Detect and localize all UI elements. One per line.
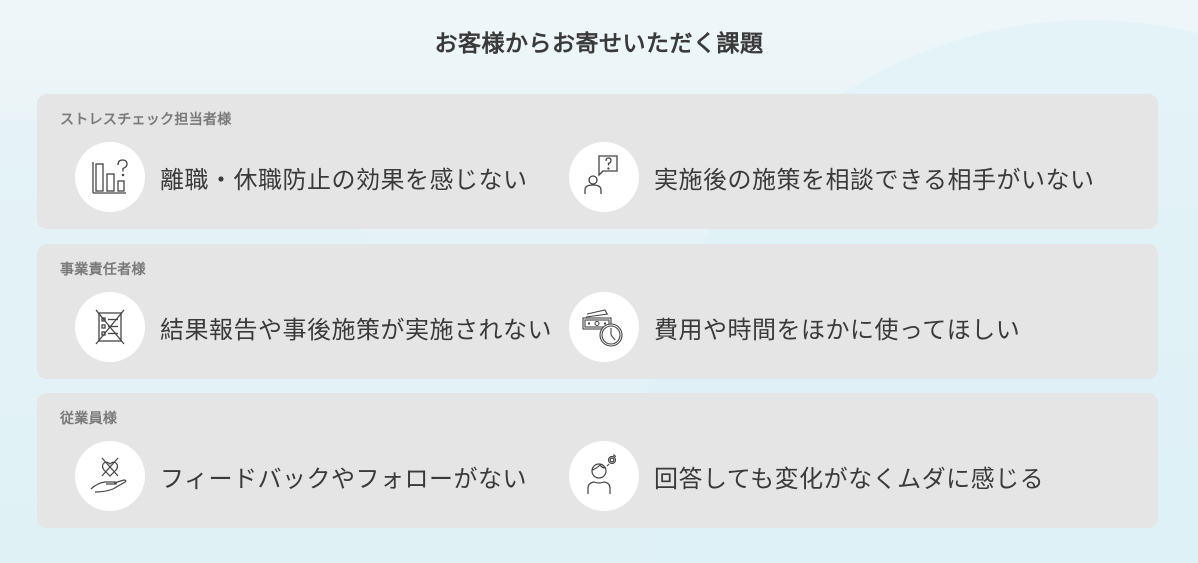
issue-text: 離職・休職防止の効果を感じない — [160, 165, 528, 194]
issue-item: 結果報告や事後施策が実施されない — [75, 292, 552, 362]
issue-text: 実施後の施策を相談できる相手がいない — [654, 165, 1095, 194]
issue-text: 費用や時間をほかに使ってほしい — [654, 315, 1021, 344]
group-label: ストレスチェック担当者様 — [60, 112, 232, 128]
issue-text: フィードバックやフォローがない — [160, 464, 528, 493]
issue-item: フィードバックやフォローがない — [75, 441, 527, 511]
bar-chart-question-icon — [75, 142, 145, 212]
group-card-business-manager: 事業責任者様 結果報告や事後施策が実施されない — [37, 244, 1158, 379]
group-label: 事業責任者様 — [60, 262, 146, 278]
page-title: お客様からお寄せいただく課題 — [434, 31, 764, 57]
issue-item: 実施後の施策を相談できる相手がいない — [569, 142, 1095, 212]
group-card-stress-check-manager: ストレスチェック担当者様 離職・休職防止の効果を感じない — [37, 94, 1158, 229]
money-clock-icon — [569, 292, 639, 362]
issue-item: 離職・休職防止の効果を感じない — [75, 142, 528, 212]
crossed-checklist-icon — [75, 292, 145, 362]
person-thinking-icon — [569, 441, 639, 511]
issue-text: 結果報告や事後施策が実施されない — [160, 315, 552, 344]
issue-item: 回答しても変化がなくムダに感じる — [569, 441, 1044, 511]
issue-item: 費用や時間をほかに使ってほしい — [569, 292, 1020, 362]
issue-text: 回答しても変化がなくムダに感じる — [654, 464, 1045, 493]
person-question-bubble-icon — [569, 142, 639, 212]
hand-crossed-heart-icon — [75, 441, 145, 511]
group-card-employees: 従業員様 フィードバックやフォローがない 回答しても変 — [37, 393, 1158, 528]
group-label: 従業員様 — [60, 411, 118, 427]
